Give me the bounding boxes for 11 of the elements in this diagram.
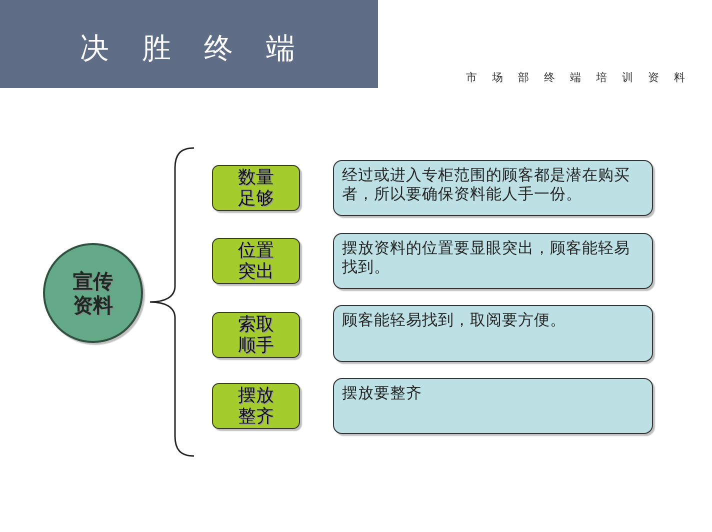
description-box: 顾客能轻易找到，取阅要方便。 — [333, 305, 653, 362]
category-box: 数量足够 — [212, 165, 300, 211]
description-box: 摆放要整齐 — [333, 378, 653, 434]
description-box: 经过或进入专柜范围的顾客都是潜在购买者，所以要确保资料能人手一份。 — [333, 160, 653, 216]
category-box: 索取顺手 — [212, 312, 300, 358]
subtitle: 市场部终端培训资料 — [466, 71, 700, 85]
category-box: 位置突出 — [212, 238, 300, 284]
category-box: 摆放整齐 — [212, 383, 300, 429]
description-box: 摆放资料的位置要显眼突出，顾客能轻易找到。 — [333, 233, 653, 289]
title: 决胜终端 — [80, 31, 328, 65]
topic-circle: 宣传资料 — [43, 243, 143, 343]
